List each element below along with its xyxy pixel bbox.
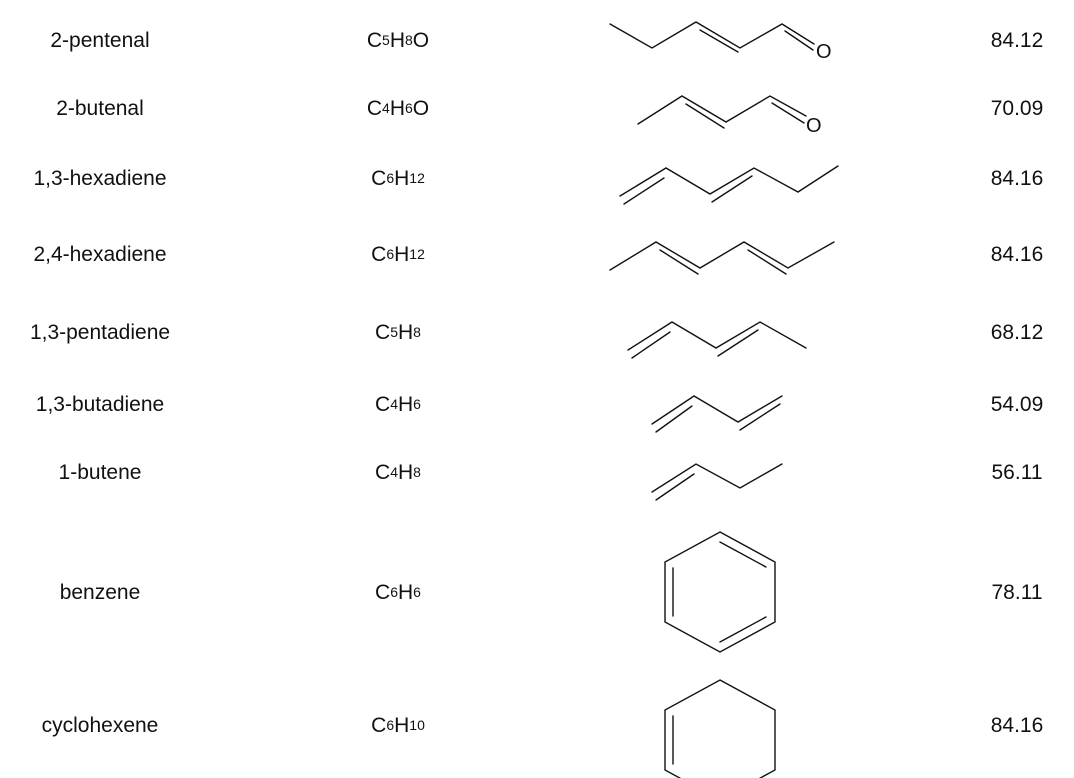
1-butene-structure-icon [651,463,783,501]
svg-text:O: O [806,115,822,137]
benzene-structure-icon [664,531,776,653]
structure-cell [590,520,850,664]
1-3-pentadiene-structure-icon [627,321,807,359]
structure-cell [590,222,850,286]
molar-mass: 78.11 [991,580,1043,604]
compound-name: 2,4-hexadiene [33,242,167,266]
structure-cell [590,146,850,210]
2-4-hexadiene-structure-icon [609,241,835,275]
structure-cell [590,300,850,364]
structure-cell: O [590,8,850,72]
compound-name: cyclohexene [41,713,159,737]
compound-name: 2-pentenal [50,28,150,52]
structure-cell: O [590,76,850,140]
compound-name: 2-butenal [56,96,144,120]
molar-mass: 56.11 [991,460,1043,484]
structure-cell [590,672,850,778]
compound-name: 1-butene [58,460,142,484]
svg-text:O: O [816,41,832,63]
compound-name: 1,3-butadiene [35,392,165,416]
molar-mass: 84.16 [990,713,1044,737]
molar-mass: 54.09 [990,392,1044,416]
1-3-hexadiene-structure-icon [619,165,839,205]
2-pentenal-structure-icon: O [609,21,832,63]
2-butenal-structure-icon: O [637,95,822,137]
cyclohexene-structure-icon [664,679,776,778]
molar-mass: 70.09 [990,96,1044,120]
molar-mass: 68.12 [990,320,1044,344]
compound-name: benzene [59,580,141,604]
compound-name: 1,3-pentadiene [29,320,171,344]
1-3-butadiene-structure-icon [651,395,783,433]
molar-mass: 84.16 [990,242,1044,266]
structure-cell [590,440,850,504]
molar-mass: 84.16 [990,166,1044,190]
compound-name: 1,3-hexadiene [33,166,167,190]
molar-mass: 84.12 [990,28,1044,52]
structure-cell [590,372,850,436]
